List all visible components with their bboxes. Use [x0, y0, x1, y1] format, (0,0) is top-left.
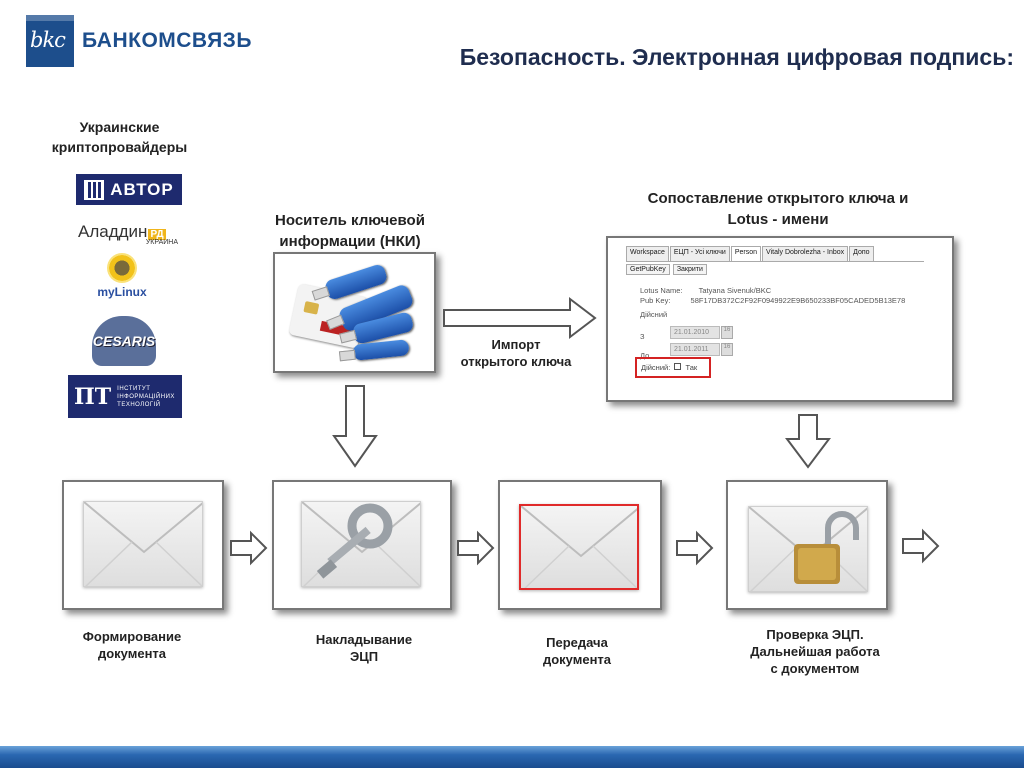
valid-check-label: Дійсний: [641, 363, 671, 372]
lotus-tab-bar: Workspace ЕЦП - Усі ключи Person Vitaly … [626, 246, 924, 262]
import-label: Импорт открытого ключа [446, 336, 586, 370]
logo-mark-text: bkc [30, 28, 66, 52]
carrier-label-line2: информации (НКИ) [279, 233, 421, 250]
step-frame-verify [726, 480, 888, 610]
step-label-line: с документом [770, 661, 860, 676]
pub-key-row: Pub Key: 58F17DB372C2F92F0949922E9B65023… [640, 296, 905, 305]
providers-title-line2: криптопровайдеры [51, 139, 188, 155]
lotus-getpubkey-button: GetPubKey [626, 264, 670, 275]
lotus-name-row: Lotus Name: Tatyana Sivenuk/BKC [640, 286, 771, 295]
step-label-line: Формирование [82, 629, 182, 644]
envelope-highlighted-icon [519, 504, 639, 590]
down-arrow-icon [332, 385, 378, 468]
step-label-verify: Проверка ЭЦП. Дальнейшая работа с докуме… [720, 626, 910, 677]
to-date-value: 21.01.2011 [674, 346, 709, 353]
provider-iit-line2: ІНФОРМАЦІЙНИХ [117, 393, 175, 400]
lotus-name-label: Lotus Name: [640, 286, 683, 295]
footer-bar [0, 746, 1024, 768]
right-arrow-icon [902, 528, 940, 564]
lotus-screenshot: Workspace ЕЦП - Усі ключи Person Vitaly … [606, 236, 954, 402]
lotus-name-value: Tatyana Sivenuk/BKC [698, 286, 772, 295]
to-date-field: 21.01.2011 16 [670, 343, 733, 356]
checkbox-icon [674, 363, 682, 370]
valid-check-value: Так [685, 363, 698, 372]
from-label: З [640, 332, 645, 341]
step-label-line: Накладывание [315, 632, 413, 647]
envelope-icon [83, 501, 203, 587]
carrier-label: Носитель ключевой информации (НКИ) [240, 210, 460, 252]
lotus-tab: Person [730, 246, 762, 261]
provider-logo-avtor: АВТОР [76, 174, 182, 205]
lotus-tab: Vitaly Dobrolezha - Inbox [762, 246, 849, 261]
lotus-toolbar: GetPubKey Закрити [626, 264, 710, 275]
right-arrow-icon [230, 530, 268, 566]
right-arrow-icon [676, 530, 714, 566]
valid-check-highlight: Дійсний: Так [635, 357, 711, 378]
step-label-line: документа [97, 646, 167, 661]
provider-aladdin-sublabel: УКРАИНА [145, 239, 178, 246]
key-icon [316, 503, 393, 579]
down-arrow-icon [785, 414, 831, 469]
right-arrow-icon [457, 530, 495, 566]
step-frame-create [62, 480, 224, 610]
step-frame-transfer [498, 480, 662, 610]
step-label-sign: Накладывание ЭЦП [284, 631, 444, 665]
iit-emblem-icon: ПТ [74, 383, 112, 410]
provider-iit-line1: ІНСТИТУТ [117, 385, 151, 392]
to-label: До [640, 351, 650, 360]
provider-iit-line3: ТЕХНОЛОГІЙ [117, 401, 161, 408]
providers-title: Украинские криптопровайдеры [22, 117, 217, 157]
step-label-transfer: Передача документа [497, 634, 657, 668]
valid-label: Дійсний [640, 310, 668, 319]
lotus-tab: Допо [849, 246, 874, 261]
step-label-line: ЭЦП [349, 649, 379, 664]
key-carrier-image [273, 252, 436, 373]
provider-avtor-name: АВТОР [110, 179, 174, 199]
provider-logo-mylinux: myLinux [90, 250, 154, 302]
pub-key-label: Pub Key: [640, 296, 671, 305]
match-label-line1: Сопоставление открытого ключа и [647, 190, 909, 207]
company-logo: bkc БАНКОМСВЯЗЬ [26, 14, 256, 68]
match-label: Сопоставление открытого ключа и Lotus - … [596, 188, 960, 230]
from-date-value: 21.01.2010 [674, 329, 710, 336]
provider-cesaris-name: CESARIS [92, 333, 156, 349]
import-label-line1: Импорт [491, 337, 541, 352]
carrier-label-line1: Носитель ключевой [275, 212, 425, 229]
page-title: Безопасность. Электронная цифровая подпи… [459, 44, 1014, 70]
lotus-tab: Workspace [626, 246, 669, 261]
step-label-line: Передача [546, 635, 608, 650]
provider-mylinux-name: myLinux [97, 285, 147, 299]
pub-key-value: 58F17DB372C2F92F0949922E9B650233BF05CADE… [690, 296, 906, 305]
provider-aladdin-badge: РД [148, 229, 166, 240]
match-label-line2: Lotus - имени [727, 211, 829, 228]
provider-logo-cesaris: CESARIS [92, 316, 156, 366]
calendar-icon: 16 [721, 343, 733, 356]
step-label-line: документа [542, 652, 612, 667]
logo-name: БАНКОМСВЯЗЬ [82, 29, 252, 52]
step-frame-sign [272, 480, 452, 610]
provider-aladdin-name: Аладдин [78, 222, 148, 241]
import-label-line2: открытого ключа [460, 354, 572, 369]
import-arrow-icon [443, 296, 597, 340]
logo-mark: bkc [26, 15, 74, 67]
providers-title-line1: Украинские [79, 119, 160, 135]
lotus-close-button: Закрити [672, 264, 707, 275]
sun-icon [107, 253, 137, 283]
padlock-open-icon [794, 511, 859, 584]
provider-logo-iit: ПТ ІНСТИТУТ ІНФОРМАЦІЙНИХ ТЕХНОЛОГІЙ [68, 375, 182, 418]
step-label-line: Дальнейшая работа [750, 644, 880, 659]
step-label-create: Формирование документа [52, 628, 212, 662]
avtor-emblem-icon [84, 179, 105, 200]
step-label-line: Проверка ЭЦП. [766, 627, 864, 642]
calendar-icon: 16 [721, 326, 733, 339]
lotus-tab: ЕЦП - Усі ключи [669, 246, 730, 261]
from-date-field: 21.01.2010 16 [670, 326, 733, 339]
